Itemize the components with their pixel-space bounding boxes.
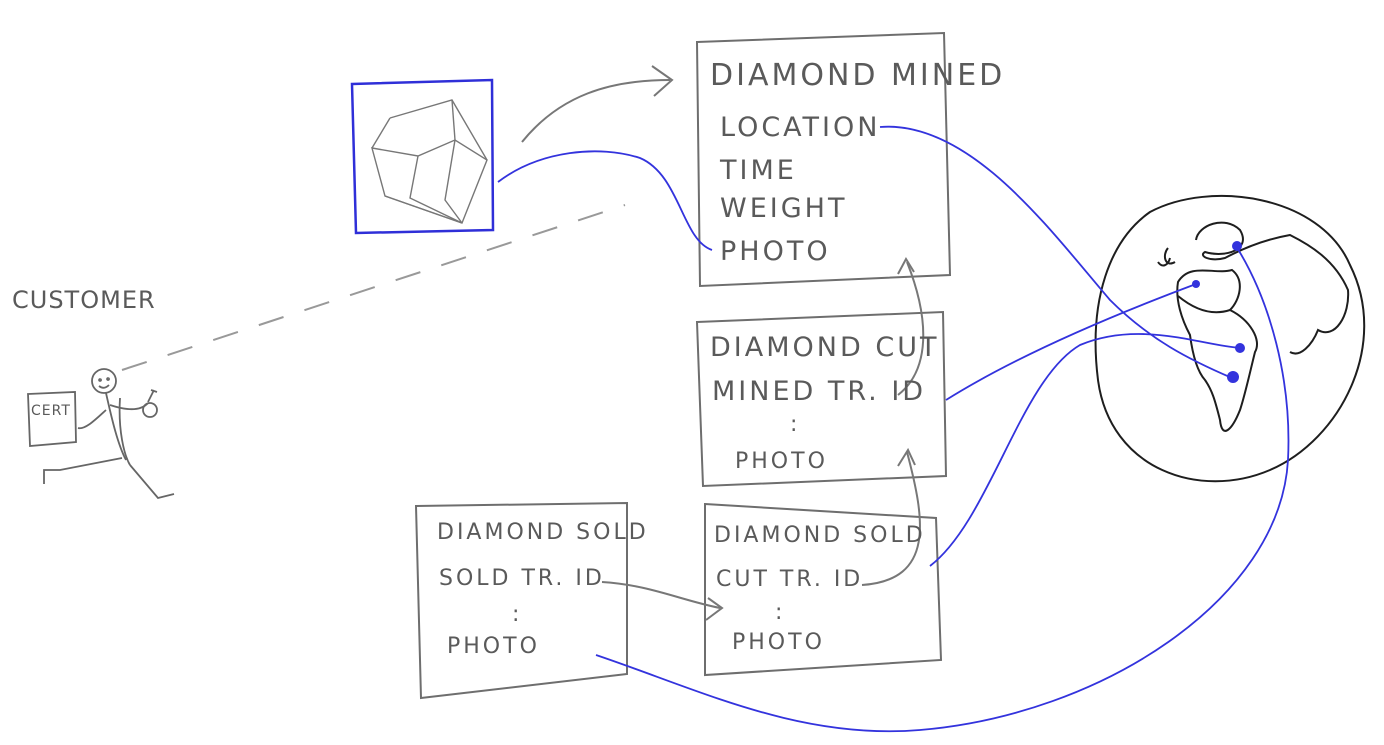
mined-field-time: TIME [720, 155, 797, 186]
customer-figure [27, 368, 175, 500]
mined-field-weight: WEIGHT [720, 193, 848, 224]
customer-label: CUSTOMER [12, 286, 156, 314]
sold-customer-field-ellipsis: : [512, 602, 520, 627]
blue-connectors [497, 125, 1290, 733]
box-diamond-mined [695, 31, 952, 288]
cut-field-ellipsis: : [790, 412, 798, 437]
cut-title: DIAMOND CUT [710, 332, 940, 363]
mined-title: DIAMOND MINED [710, 58, 1006, 93]
arrow-customer-sold-to-sold [601, 581, 724, 621]
cut-field-mined-tr-id: MINED TR. ID [712, 376, 927, 407]
dashed-sightline [121, 204, 626, 371]
diamond-photo [350, 78, 495, 235]
sold-chain-field-cut-tr-id: CUT TR. ID [716, 567, 864, 592]
sold-customer-field-photo: PHOTO [447, 634, 540, 659]
sold-chain-field-photo: PHOTO [732, 630, 825, 655]
arrow-sold-to-cut [861, 447, 921, 586]
arrow-photo-to-mined [521, 65, 674, 143]
arrow-cut-to-mined [897, 256, 925, 396]
sold-customer-title: DIAMOND SOLD [437, 520, 649, 545]
cert-label: CERT [31, 403, 71, 419]
sold-chain-title: DIAMOND SOLD [714, 523, 926, 548]
box-diamond-cut [695, 310, 948, 488]
globe [1094, 195, 1366, 483]
mined-field-location: LOCATION [720, 112, 881, 143]
cut-field-photo: PHOTO [735, 449, 828, 474]
location-dots [1192, 241, 1245, 383]
mined-field-photo: PHOTO [720, 236, 831, 267]
box-diamond-sold-customer [414, 501, 628, 700]
sold-chain-field-ellipsis: : [775, 600, 783, 625]
box-diamond-sold-chain [704, 502, 943, 677]
sold-customer-field-sold-tr-id: SOLD TR. ID [439, 566, 605, 591]
